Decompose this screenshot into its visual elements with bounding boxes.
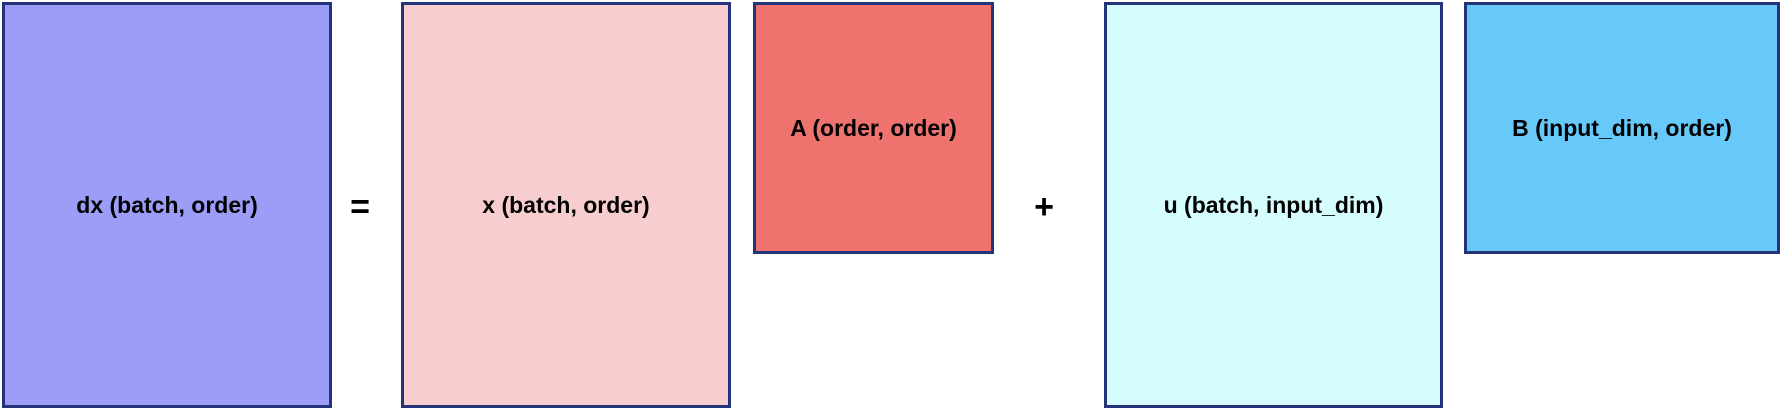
matrix-B-label: B (input_dim, order) [1512, 114, 1732, 141]
matrix-dx-label: dx (batch, order) [76, 191, 258, 218]
matrix-x-label: x (batch, order) [482, 191, 650, 218]
matrix-B-box: B (input_dim, order) [1464, 2, 1780, 254]
matrix-dx-box: dx (batch, order) [2, 2, 332, 408]
matrix-x-box: x (batch, order) [401, 2, 731, 408]
plus-operator: + [1034, 188, 1054, 226]
matrix-A-label: A (order, order) [790, 114, 957, 141]
matrix-A-box: A (order, order) [753, 2, 994, 254]
matrix-u-box: u (batch, input_dim) [1104, 2, 1443, 408]
equals-operator: = [350, 188, 370, 226]
matrix-u-label: u (batch, input_dim) [1163, 191, 1384, 218]
